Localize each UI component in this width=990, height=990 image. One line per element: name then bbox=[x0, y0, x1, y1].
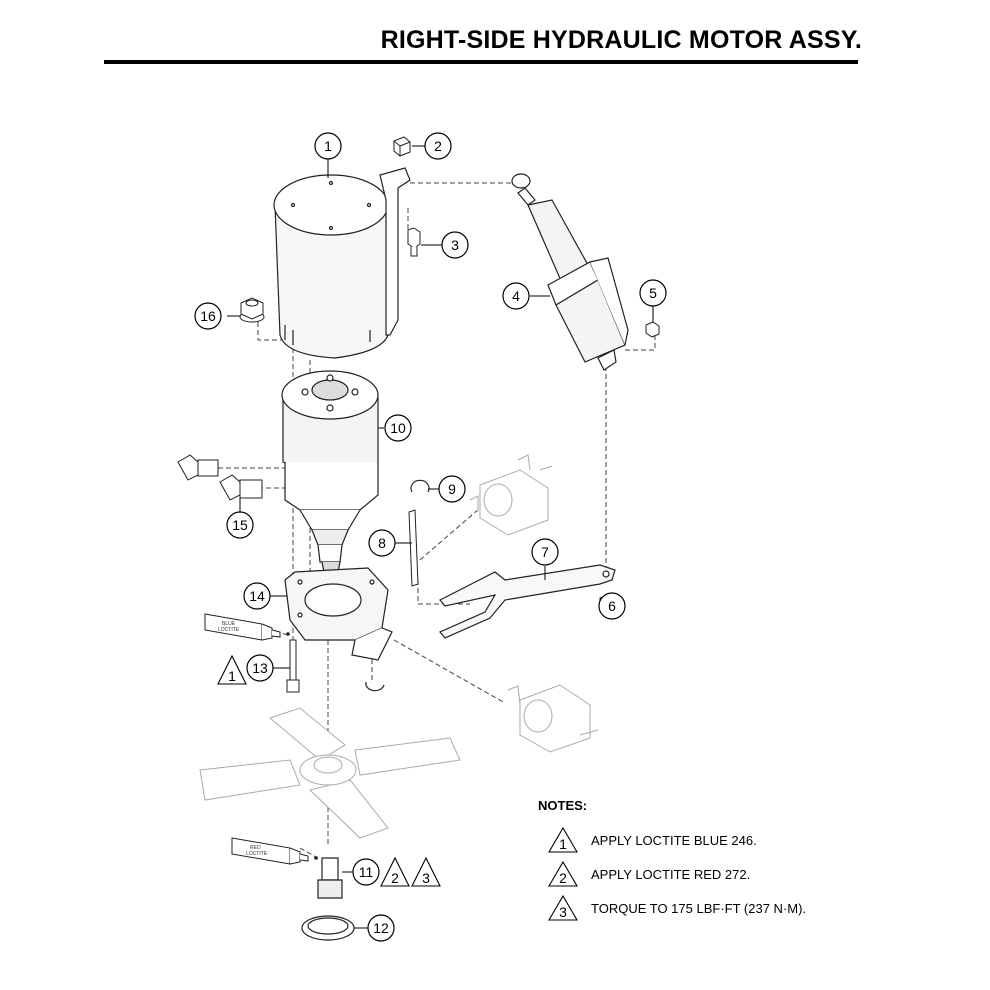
callout-8 bbox=[368, 529, 396, 557]
note-text: APPLY LOCTITE RED 272. bbox=[591, 867, 751, 882]
small-nut bbox=[645, 321, 660, 338]
svg-text:9: 9 bbox=[448, 481, 456, 497]
notes-heading: NOTES: bbox=[538, 798, 588, 813]
svg-text:1: 1 bbox=[324, 138, 332, 154]
snap-ring bbox=[365, 681, 385, 692]
retaining-ring bbox=[410, 479, 430, 493]
callout-11 bbox=[352, 858, 380, 886]
callout-5 bbox=[639, 279, 667, 307]
note-ref-11-3 bbox=[411, 856, 441, 887]
callout-16 bbox=[194, 302, 222, 330]
red-tube-label-1: RED bbox=[250, 845, 261, 851]
washer bbox=[301, 915, 355, 941]
svg-text:15: 15 bbox=[232, 517, 248, 533]
svg-text:2: 2 bbox=[559, 870, 567, 886]
svg-text:6: 6 bbox=[608, 598, 616, 614]
motor-cover bbox=[273, 167, 411, 359]
bolt bbox=[407, 227, 421, 257]
red-loctite-tube bbox=[231, 837, 318, 865]
note-ref-13-1 bbox=[217, 654, 247, 685]
spindle-bolt bbox=[317, 857, 343, 899]
note-triangle-icon: 2 bbox=[548, 861, 578, 887]
callout-12 bbox=[367, 914, 395, 942]
callout-15 bbox=[226, 511, 254, 539]
note-ref-11-2-num: 2 bbox=[391, 870, 399, 886]
ghost-motor-upper bbox=[469, 454, 553, 536]
note-text: APPLY LOCTITE BLUE 246. bbox=[591, 833, 757, 848]
callout-14 bbox=[243, 582, 271, 610]
note-text: TORQUE TO 175 LBF·FT (237 N·M). bbox=[591, 901, 807, 916]
mounting-plate bbox=[284, 567, 393, 661]
svg-text:11: 11 bbox=[359, 864, 374, 880]
notes-panel: NOTES: 1 APPLY LOCTITE BLUE 246. 2 APPLY… bbox=[538, 798, 806, 929]
note-item: 3 TORQUE TO 175 LBF·FT (237 N·M). bbox=[538, 895, 806, 921]
callout-7 bbox=[531, 538, 559, 566]
callout-10 bbox=[384, 414, 412, 442]
flange-nut bbox=[239, 297, 265, 323]
hydraulic-cylinder bbox=[511, 173, 629, 371]
cap-screw bbox=[286, 639, 300, 693]
hydraulic-motor bbox=[281, 370, 379, 573]
nut bbox=[393, 136, 411, 157]
ghost-motor-lower bbox=[507, 684, 599, 753]
svg-text:4: 4 bbox=[512, 288, 520, 304]
svg-text:14: 14 bbox=[249, 588, 265, 604]
svg-text:3: 3 bbox=[559, 904, 567, 920]
callout-6 bbox=[598, 592, 626, 620]
note-item: 2 APPLY LOCTITE RED 272. bbox=[538, 861, 750, 887]
svg-text:7: 7 bbox=[541, 544, 549, 560]
note-ref-triangles bbox=[217, 654, 441, 887]
svg-text:2: 2 bbox=[434, 138, 442, 154]
blue-loctite-tube bbox=[204, 613, 290, 641]
svg-text:12: 12 bbox=[373, 920, 389, 936]
title-rule bbox=[104, 60, 858, 64]
callout-1 bbox=[314, 132, 342, 160]
callout-numbers: 1 2 3 4 5 6 7 8 9 10 11 12 13 14 15 16 bbox=[200, 138, 657, 936]
note-item: 1 APPLY LOCTITE BLUE 246. bbox=[538, 827, 757, 853]
svg-text:3: 3 bbox=[451, 237, 459, 253]
blue-tube-label-2: LOCTITE bbox=[218, 627, 240, 633]
note-triangle-icon: 1 bbox=[548, 827, 578, 853]
note-ref-13-1-num: 1 bbox=[228, 668, 236, 684]
yoke-arm bbox=[439, 564, 616, 639]
svg-text:10: 10 bbox=[390, 420, 406, 436]
callout-9 bbox=[438, 475, 466, 503]
elbow-fittings bbox=[177, 454, 263, 501]
note-ref-11-3-num: 3 bbox=[422, 870, 430, 886]
svg-text:16: 16 bbox=[200, 308, 216, 324]
svg-text:5: 5 bbox=[649, 285, 657, 301]
svg-text:8: 8 bbox=[378, 535, 386, 551]
callout-circles bbox=[194, 132, 667, 942]
note-ref-11-2 bbox=[380, 856, 410, 887]
ghost-blade-assembly bbox=[199, 707, 461, 839]
callout-2 bbox=[424, 132, 452, 160]
svg-text:1: 1 bbox=[559, 836, 567, 852]
blue-tube-label-1: BLUE bbox=[222, 621, 236, 627]
callout-4 bbox=[502, 282, 530, 310]
callout-13 bbox=[246, 654, 274, 682]
page-title: RIGHT-SIDE HYDRAULIC MOTOR ASSY. bbox=[380, 26, 862, 54]
pin bbox=[408, 509, 419, 587]
note-triangle-icon: 3 bbox=[548, 895, 578, 921]
svg-text:13: 13 bbox=[252, 660, 268, 676]
red-tube-label-2: LOCTITE bbox=[246, 851, 268, 857]
callout-3 bbox=[441, 231, 469, 259]
